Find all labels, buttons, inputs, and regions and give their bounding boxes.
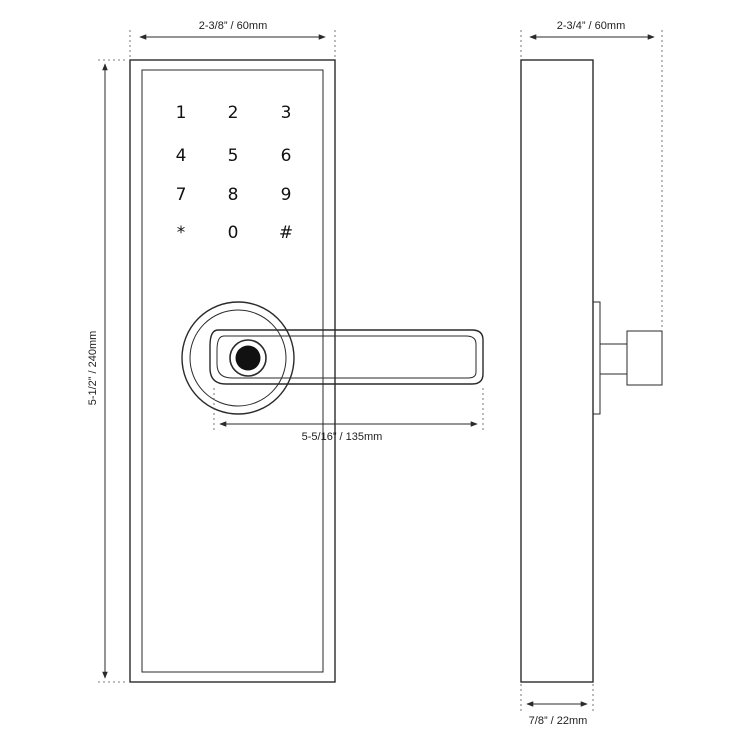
keypad-key[interactable]: 5 — [228, 146, 239, 166]
side-mount-plate — [592, 301, 601, 415]
keypad-key[interactable]: 1 — [176, 103, 187, 123]
keypad-key[interactable]: 2 — [228, 103, 239, 123]
lever-handle[interactable] — [209, 329, 484, 385]
dimension-label: 2-3/8” / 60mm — [199, 20, 267, 32]
keypad-key[interactable]: 8 — [228, 185, 239, 205]
keypad-key[interactable]: 3 — [281, 103, 292, 123]
keypad-key[interactable]: 6 — [281, 146, 292, 166]
keypad-key[interactable]: * — [177, 223, 186, 243]
side-handle-end — [626, 330, 663, 386]
front-plate-outline — [129, 59, 336, 683]
dimension-front-height: 5-1/2” / 240mm — [87, 59, 128, 683]
side-view: 2-3/4” / 60mm 7/8” / 22mm — [520, 20, 663, 727]
handle-rosette — [181, 301, 295, 415]
keypad: 1 2 3 4 5 6 7 8 9 * 0 # — [176, 103, 294, 243]
fingerprint-sensor-icon[interactable] — [229, 339, 267, 377]
dimension-side-width: 2-3/4” / 60mm — [520, 20, 663, 329]
dimension-side-depth: 7/8” / 22mm — [520, 684, 594, 727]
keypad-key[interactable]: 0 — [228, 223, 239, 243]
keypad-key[interactable]: 9 — [281, 185, 292, 205]
front-view: 1 2 3 4 5 6 7 8 9 * 0 # — [87, 20, 484, 683]
dimension-label: 2-3/4” / 60mm — [557, 20, 625, 32]
dimension-handle-length: 5-5/16” / 135mm — [213, 388, 484, 443]
dimension-label: 5-1/2” / 240mm — [87, 331, 99, 406]
keypad-key[interactable]: 4 — [176, 146, 187, 166]
side-body-outline — [520, 59, 594, 683]
dimension-label: 7/8” / 22mm — [529, 715, 588, 727]
dimension-label: 5-5/16” / 135mm — [302, 431, 383, 443]
side-spindle — [599, 343, 628, 375]
front-plate-inner-panel — [141, 69, 324, 673]
keypad-key[interactable]: # — [279, 223, 293, 243]
dimension-front-width: 2-3/8” / 60mm — [129, 20, 336, 58]
keypad-key[interactable]: 7 — [176, 185, 187, 205]
